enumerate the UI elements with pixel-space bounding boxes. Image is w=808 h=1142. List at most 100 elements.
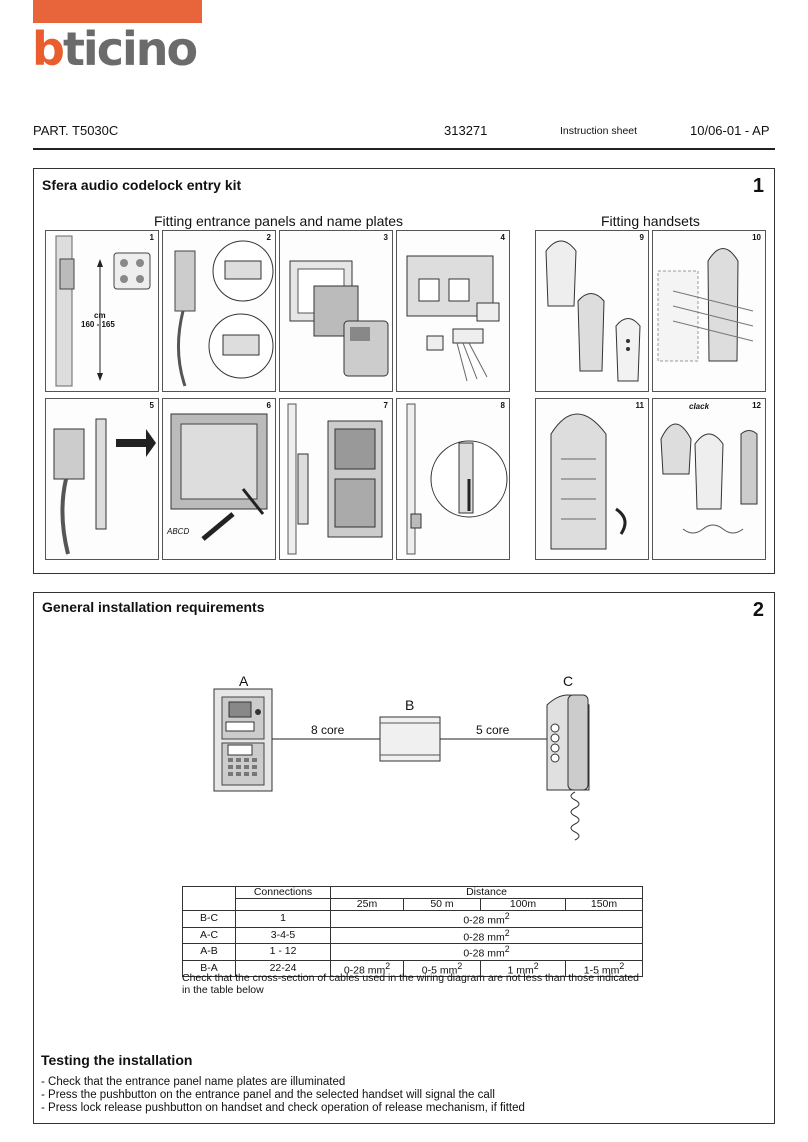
brand-logo: bticino [32, 22, 198, 76]
figure-9-drawing [545, 240, 641, 382]
figure-7: 7 [279, 398, 393, 560]
row-conn: 1 [235, 910, 331, 928]
figure-5-drawing [53, 418, 156, 555]
header-rule [33, 148, 775, 150]
figure-6-label: ABCD [167, 527, 190, 536]
figure-8-number: 8 [500, 401, 505, 410]
label-b: B [405, 697, 415, 713]
th-dist-3: 100m [480, 898, 566, 911]
th-distance: Distance [330, 886, 643, 899]
row-conn: 1 - 12 [235, 943, 331, 961]
figure-2-number: 2 [266, 233, 271, 242]
row-d2-value: 0-5 mm [421, 964, 458, 976]
figure-6: 6 ABCD [162, 398, 276, 560]
th-dist-2: 50 m [403, 898, 481, 911]
row-section-sup: 2 [504, 944, 510, 954]
doc-type: Instruction sheet [560, 125, 638, 137]
row-d1-value: 0-28 mm [343, 964, 386, 976]
section-1-title: Sfera audio codelock entry kit [42, 177, 242, 193]
figure-1: 1 cm 160 - 165 [45, 230, 159, 392]
figure-8-drawing [406, 403, 508, 555]
wire-bc-label: 5 core [476, 723, 510, 737]
figure-6-drawing [170, 413, 268, 541]
testing-line-3: - Press lock release pushbutton on hands… [41, 1102, 525, 1114]
cable-note: Check that the cross-section of cables u… [182, 972, 640, 996]
figure-2-drawing [174, 240, 274, 387]
row-d3: 1 mm2 [480, 959, 566, 977]
th-dist-1: 25m [330, 898, 404, 911]
figure-8: 8 [396, 398, 510, 560]
label-c: C [563, 673, 574, 689]
product-code: 313271 [444, 123, 488, 138]
row-conn: 3-4-5 [235, 926, 331, 944]
brand-bar [33, 0, 202, 23]
figure-6-number: 6 [266, 401, 271, 410]
figure-3-drawing [289, 260, 389, 377]
row-d4-value: 1-5 mm [583, 964, 620, 976]
figure-3: 3 [279, 230, 393, 392]
row-pair: B-C [182, 910, 236, 928]
testing-line-1: - Check that the entrance panel name pla… [41, 1076, 346, 1088]
section-1-number: 1 [752, 175, 764, 197]
power-supply-b [379, 716, 441, 762]
row-pair: A-C [182, 926, 236, 944]
figure-5-number: 5 [149, 401, 154, 410]
section-2-panel: General installation requirements 2 [33, 592, 775, 1124]
section-2-number: 2 [752, 599, 764, 621]
section-2-title: General installation requirements [42, 599, 265, 615]
figure-3-number: 3 [383, 233, 388, 242]
figure-1-range: 160 - 165 [81, 320, 115, 329]
figure-4-number: 4 [500, 233, 505, 242]
figure-12-drawing [660, 423, 758, 534]
table-row: A-C 3-4-5 0-28 mm2 [182, 926, 643, 944]
label-a: A [239, 673, 249, 689]
th-connections: Connections [235, 886, 331, 899]
row-d2-sup: 2 [457, 960, 463, 971]
figure-2: 2 [162, 230, 276, 392]
figure-11-number: 11 [635, 401, 644, 410]
row-section-sup: 2 [504, 927, 510, 938]
figure-1-drawing [55, 235, 151, 387]
row-section: 0-28 mm2 [330, 943, 643, 961]
row-pair: A-B [182, 943, 236, 961]
row-section-value: 0-28 mm [463, 931, 505, 943]
row-d4-sup: 2 [619, 960, 625, 971]
row-d1-sup: 2 [385, 960, 391, 971]
figure-5: 5 [45, 398, 159, 560]
testing-title: Testing the installation [41, 1052, 193, 1068]
figure-12-number: 12 [752, 401, 761, 410]
wire-ab-label: 8 core [311, 723, 345, 737]
part-number: PART. T5030C [33, 123, 119, 138]
table-row: A-B 1 - 12 0-28 mm2 [182, 943, 643, 961]
figure-11-drawing [550, 413, 627, 550]
testing-line-2: - Press the pushbutton on the entrance p… [41, 1089, 495, 1101]
figure-7-number: 7 [383, 401, 388, 410]
table-row: B-C 1 0-28 mm2 [182, 910, 643, 928]
figure-9-number: 9 [639, 233, 644, 242]
row-d3-sup: 2 [533, 960, 539, 971]
row-d4: 1-5 mm2 [565, 959, 643, 977]
figure-12: 12 clack [652, 398, 766, 560]
row-section: 0-28 mm2 [330, 910, 643, 928]
row-section-value: 0-28 mm [463, 947, 505, 960]
row-section-value: 0-28 mm [463, 914, 505, 927]
figure-10-drawing [657, 248, 754, 362]
figure-9: 9 [535, 230, 649, 392]
section-1-panel: Sfera audio codelock entry kit 1 Fitting… [33, 168, 775, 574]
figure-10-number: 10 [752, 233, 761, 242]
row-d1: 0-28 mm2 [330, 959, 404, 977]
figure-4-drawing [406, 255, 500, 382]
figure-4: 4 [396, 230, 510, 392]
row-section-sup: 2 [504, 911, 510, 921]
revision: 10/06-01 - AP [690, 123, 770, 138]
row-section: 0-28 mm2 [330, 926, 643, 944]
cable-section-table: Connections Distance 25m 50 m 100m 150m … [182, 886, 643, 977]
table-row: B-A 22-24 0-28 mm2 0-5 mm2 1 mm2 1-5 mm2 [182, 959, 643, 977]
subheading-panels: Fitting entrance panels and name plates [154, 213, 404, 229]
th-dist-4: 150m [565, 898, 643, 911]
row-d2: 0-5 mm2 [403, 959, 481, 977]
figure-11: 11 [535, 398, 649, 560]
subheading-handsets: Fitting handsets [601, 213, 700, 229]
figure-1-number: 1 [149, 233, 154, 242]
